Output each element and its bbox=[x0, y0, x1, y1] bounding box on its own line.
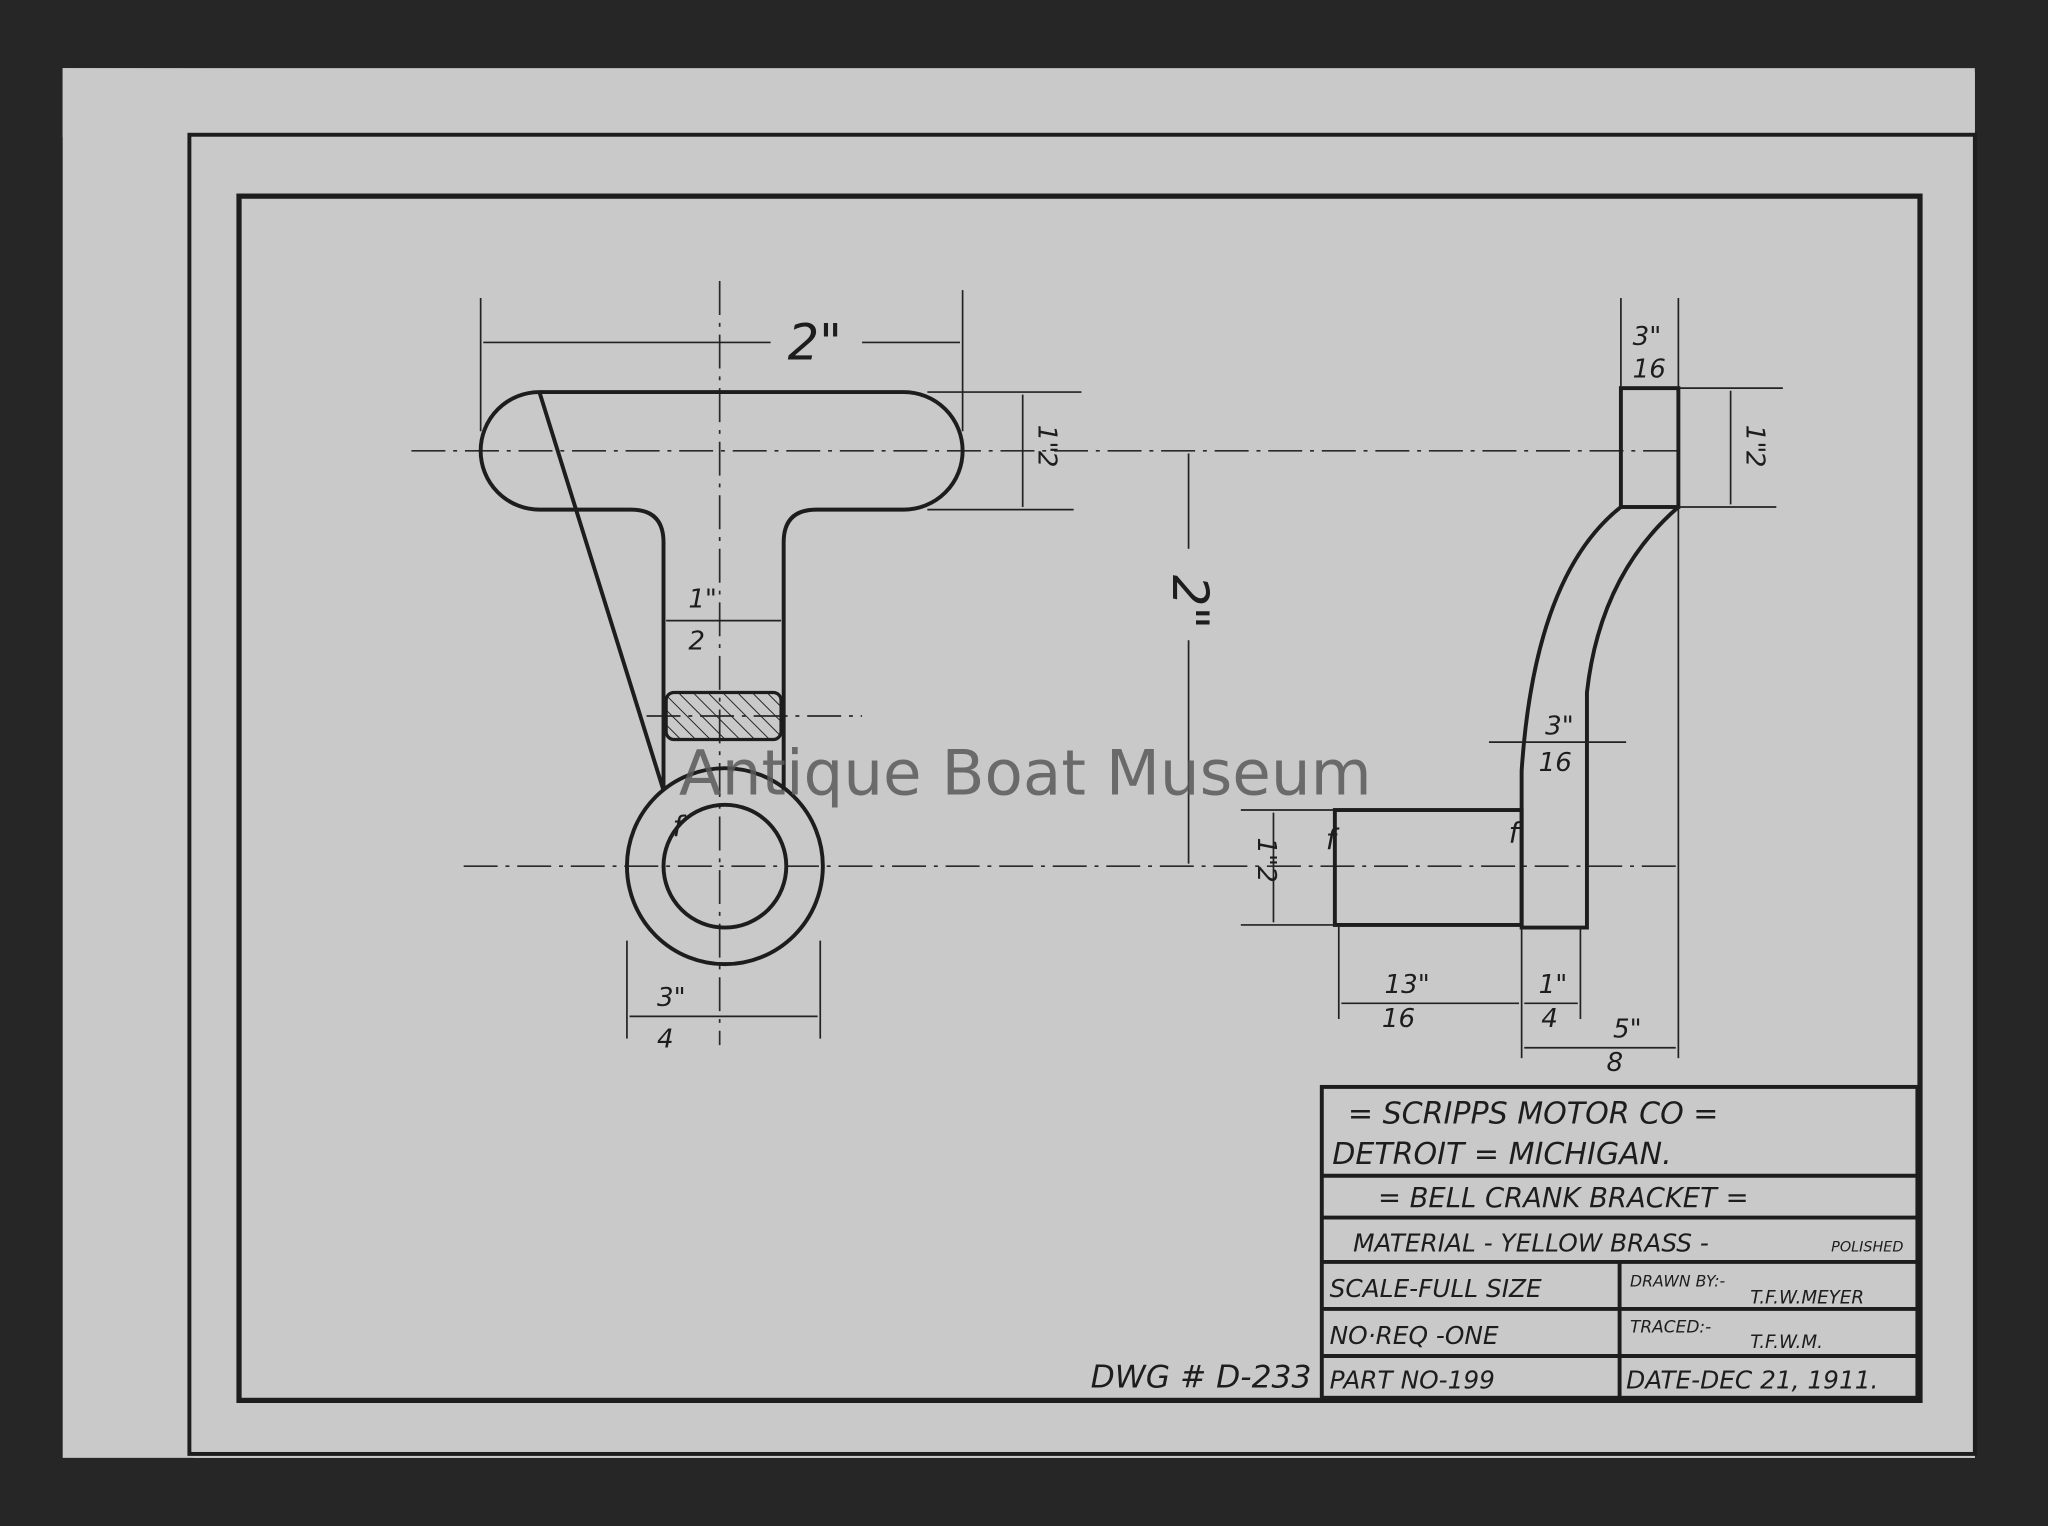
dim-depth-den: 8 bbox=[1607, 1048, 1624, 1078]
scale: SCALE-FULL SIZE bbox=[1330, 1274, 1542, 1303]
outer-border bbox=[187, 132, 1977, 1456]
dim-stem-den: 2 bbox=[688, 626, 705, 656]
dim-ring-den: 4 bbox=[657, 1025, 674, 1055]
drawn-by: T.F.W.MEYER bbox=[1750, 1288, 1864, 1309]
material: MATERIAL - YELLOW BRASS - bbox=[1353, 1228, 1709, 1257]
company-name: = SCRIPPS MOTOR CO = bbox=[1348, 1096, 1719, 1131]
dim-top-height-den: 2 bbox=[1739, 451, 1769, 468]
ring-bore bbox=[661, 802, 789, 930]
traced-by: T.F.W.M. bbox=[1750, 1332, 1823, 1353]
dim-boss-length-num: 13" bbox=[1384, 970, 1429, 1000]
ring-outer bbox=[624, 766, 825, 967]
dimension-lines bbox=[479, 290, 1783, 1059]
drawn-by-label: DRAWN BY:- bbox=[1630, 1272, 1725, 1291]
dim-top-thick-num: 3" bbox=[1633, 322, 1662, 352]
part-name: = BELL CRANK BRACKET = bbox=[1378, 1183, 1749, 1214]
dim-top-thick-den: 16 bbox=[1633, 355, 1666, 385]
dim-centers: 2" bbox=[1161, 575, 1219, 629]
dimension-labels: 2" 1"2 1" 2 3" 4 2" 3" 16 1"2 3" 16 1"2 … bbox=[657, 313, 1769, 1078]
dim-boss-height-den: 2 bbox=[1251, 866, 1281, 883]
front-view-part: f bbox=[478, 390, 965, 967]
dim-depth-num: 5" bbox=[1613, 1014, 1642, 1044]
dim-t-width: 2" bbox=[788, 313, 842, 371]
dim-t-height-den: 2 bbox=[1031, 451, 1061, 468]
drawing-number: DWG # D-233 bbox=[1091, 1359, 1312, 1395]
dim-arm-den: 16 bbox=[1539, 748, 1572, 778]
part-number: PART NO-199 bbox=[1330, 1366, 1495, 1395]
dim-base-den: 4 bbox=[1541, 1004, 1558, 1034]
dim-boss-length-den: 16 bbox=[1382, 1004, 1415, 1034]
date: DATE-DEC 21, 1911. bbox=[1626, 1366, 1878, 1395]
company-location: DETROIT = MICHIGAN. bbox=[1332, 1137, 1671, 1172]
watermark: Antique Boat Museum bbox=[679, 736, 1372, 809]
dim-ring-num: 3" bbox=[657, 983, 686, 1013]
dim-arm-num: 3" bbox=[1545, 711, 1574, 741]
dim-base-num: 1" bbox=[1539, 970, 1568, 1000]
dim-stem-num: 1" bbox=[688, 585, 717, 615]
quantity: NO·REQ -ONE bbox=[1330, 1321, 1499, 1350]
finish: POLISHED bbox=[1831, 1239, 1903, 1255]
dim-boss-height-num: 1" bbox=[1251, 837, 1281, 866]
paper-sheet-main bbox=[62, 68, 1975, 1458]
title-block: = SCRIPPS MOTOR CO = DETROIT = MICHIGAN.… bbox=[1319, 1084, 1920, 1400]
dim-top-height-num: 1" bbox=[1739, 425, 1769, 454]
traced-label: TRACED:- bbox=[1630, 1317, 1711, 1337]
dim-t-height-num: 1" bbox=[1031, 425, 1061, 454]
section-hatch bbox=[664, 690, 783, 742]
inner-border bbox=[236, 193, 1923, 1403]
